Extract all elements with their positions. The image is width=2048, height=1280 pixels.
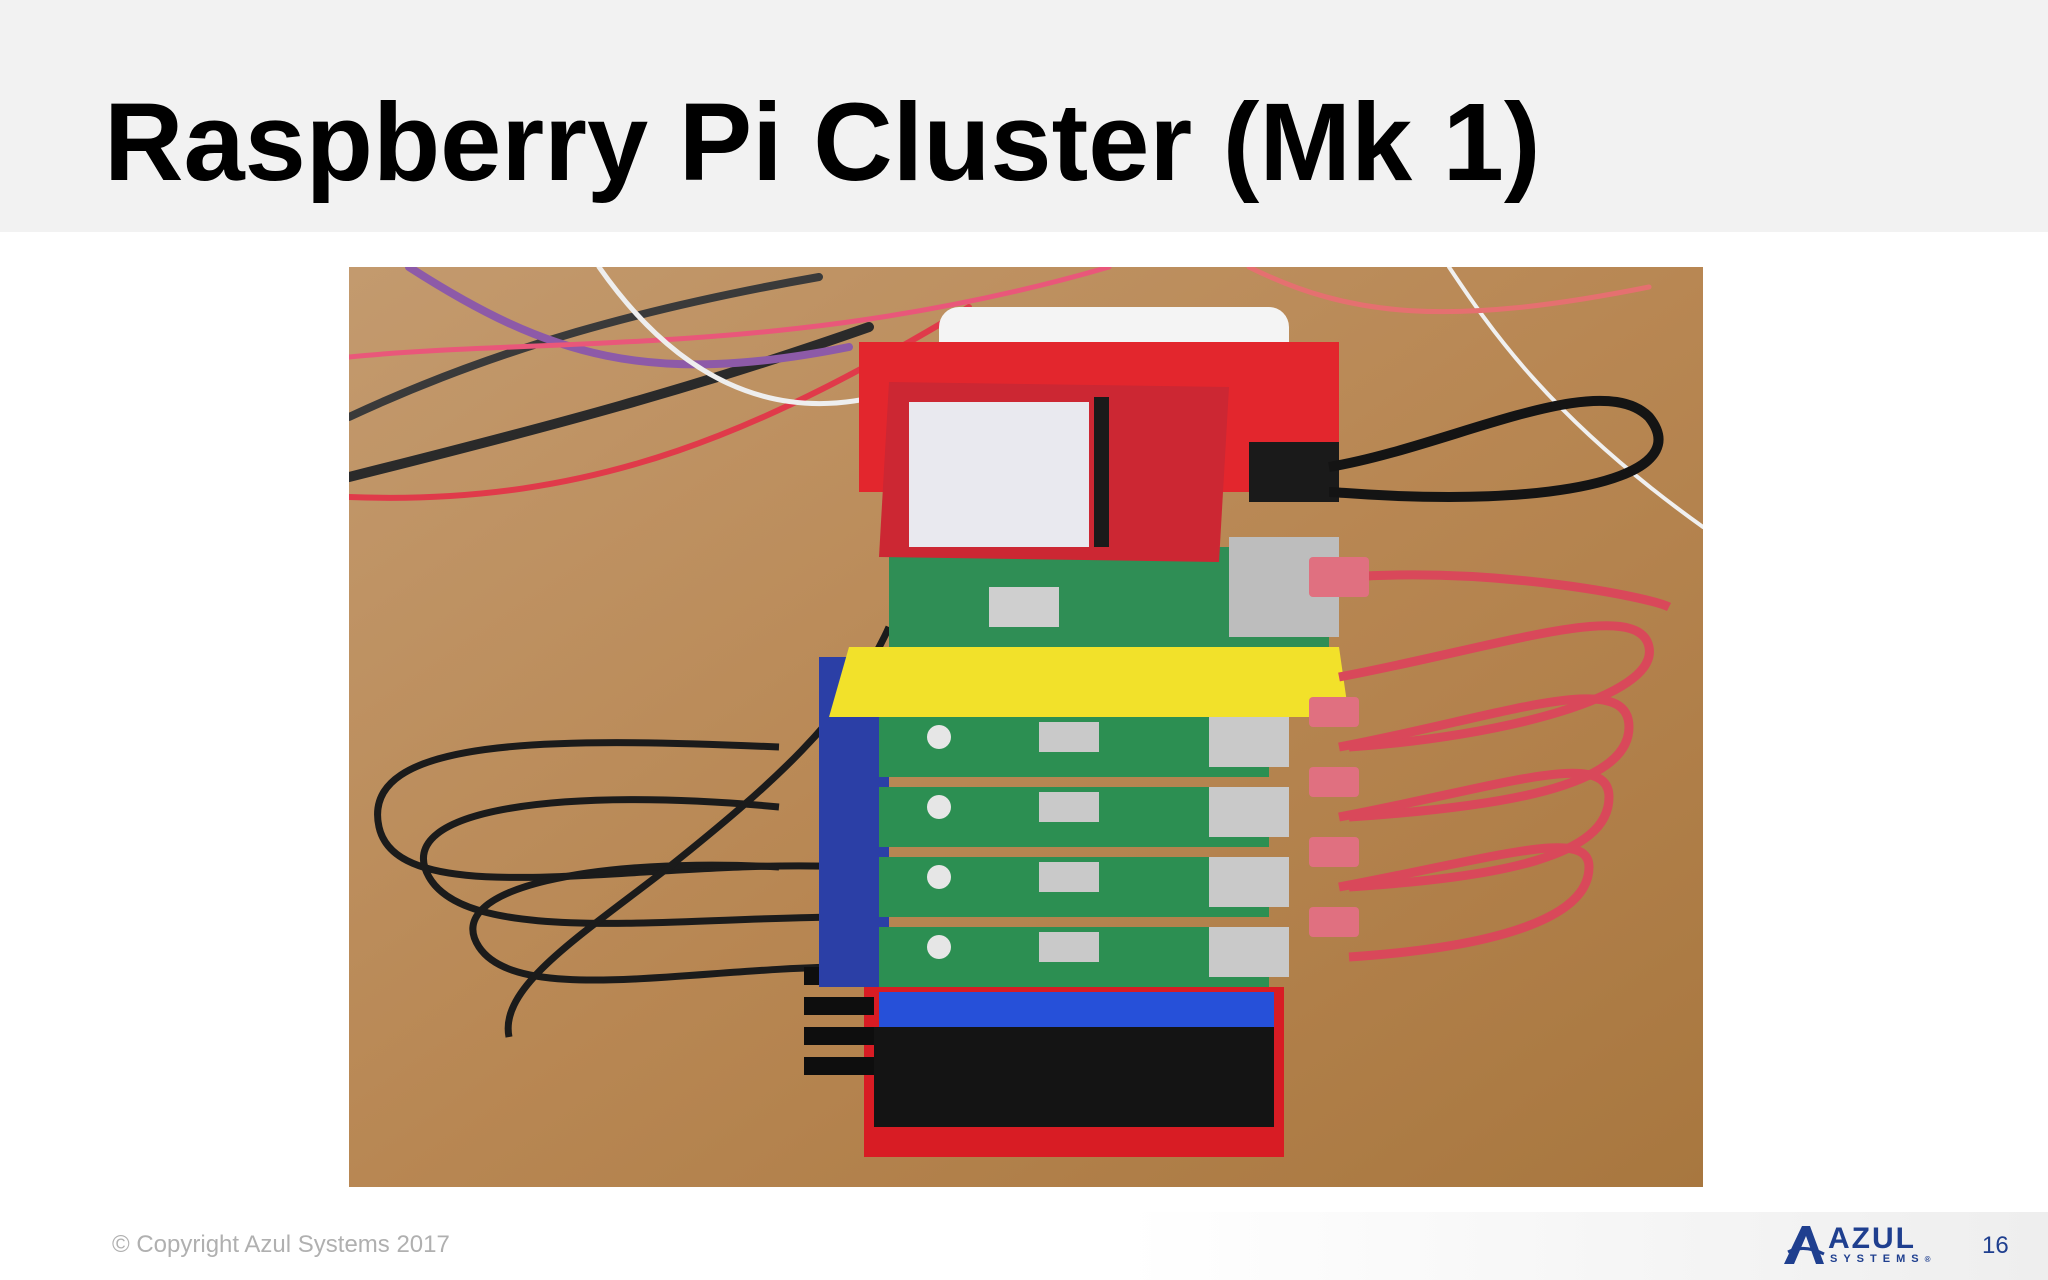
logo-subtitle: SYSTEMS® — [1830, 1253, 1930, 1266]
copyright-text: © Copyright Azul Systems 2017 — [112, 1231, 450, 1258]
page-number: 16 — [1982, 1232, 2009, 1259]
usb-connector — [1249, 442, 1339, 502]
usb-cables — [374, 625, 893, 1038]
background-cables — [349, 267, 1703, 529]
usb-loop-cable — [1328, 395, 1664, 503]
azul-systems-logo: AZUL SYSTEMS® — [1780, 1222, 1960, 1268]
slide-title: Raspberry Pi Cluster (Mk 1) — [104, 81, 1541, 204]
slide-header: Raspberry Pi Cluster (Mk 1) — [0, 0, 2048, 232]
logo-registered-mark: ® — [1924, 1255, 1931, 1264]
usb-power-bank — [874, 1027, 1274, 1127]
ethernet-plugs — [1309, 557, 1369, 937]
blue-layer — [879, 992, 1274, 1027]
logo-wordmark: AZUL — [1828, 1222, 1916, 1255]
cluster-photo-illustration — [349, 267, 1703, 1187]
pi-board-stack — [879, 717, 1289, 987]
ethernet-cables — [1338, 570, 1672, 962]
hdmi-port — [989, 587, 1059, 627]
azul-a-icon — [1784, 1226, 1825, 1264]
msata-ssd — [909, 402, 1089, 547]
logo-subtitle-text: SYSTEMS — [1830, 1253, 1925, 1265]
cluster-photo — [349, 267, 1703, 1187]
footer-band — [0, 1212, 2048, 1280]
yellow-plate — [829, 647, 1349, 717]
